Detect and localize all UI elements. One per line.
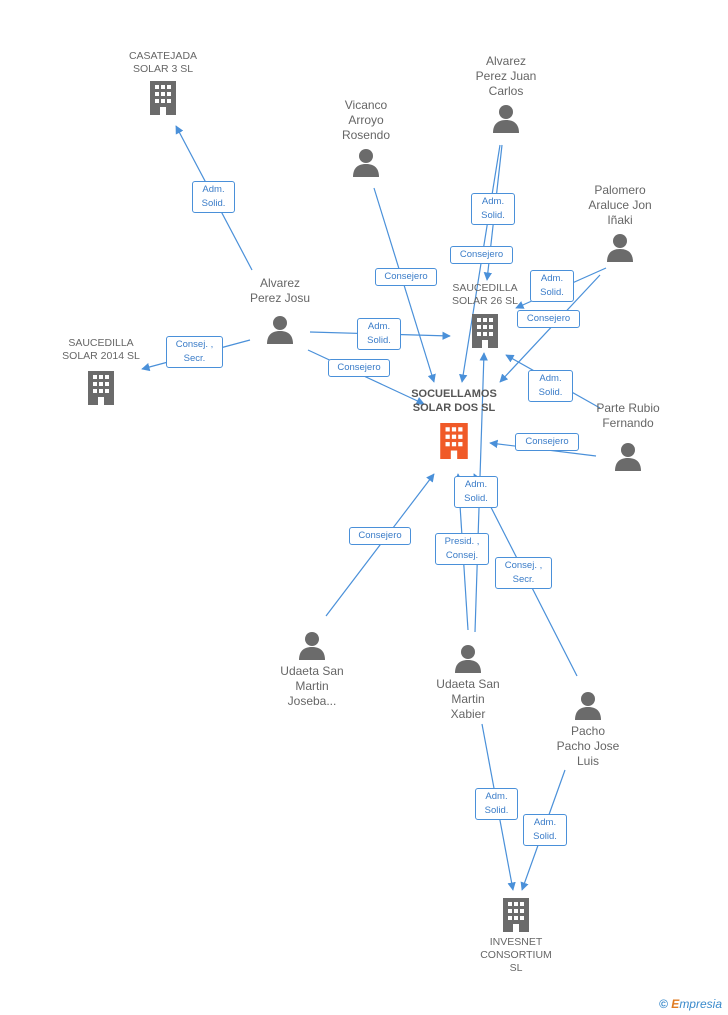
empresia-brand: © Empresia bbox=[659, 997, 722, 1011]
edge-palomero-socuellamos bbox=[499, 274, 601, 383]
building-icon bbox=[46, 371, 156, 405]
relation-label-parte-socuellamos[interactable]: Consejero bbox=[515, 433, 579, 451]
person-icon bbox=[316, 147, 416, 177]
person-label: Alvarez Perez Josu bbox=[249, 276, 311, 305]
company-saucedilla-2014[interactable]: SAUCEDILLA SOLAR 2014 SL bbox=[46, 337, 156, 405]
person-palomero-araluce[interactable]: Palomero Araluce Jon Iñaki bbox=[568, 183, 672, 262]
relation-label-josu-saucedilla2014[interactable]: Consej. , Secr. bbox=[166, 336, 223, 368]
person-label: Alvarez Perez Juan Carlos bbox=[475, 54, 537, 98]
person-icon bbox=[578, 441, 678, 471]
person-icon bbox=[418, 643, 518, 673]
company-label: CASATEJADA SOLAR 3 SL bbox=[128, 50, 198, 75]
company-invesnet[interactable]: INVESNET CONSORTIUM SL bbox=[466, 898, 566, 975]
person-label: Vicanco Arroyo Rosendo bbox=[341, 98, 391, 142]
person-udaeta-xabier[interactable]: Udaeta San Martin Xabier bbox=[418, 643, 518, 722]
person-icon bbox=[228, 314, 332, 344]
person-alvarez-perez-josu[interactable]: Alvarez Perez Josu bbox=[228, 276, 332, 344]
person-parte-rubio-fernando[interactable]: Parte Rubio Fernando bbox=[578, 401, 678, 471]
person-label: Palomero Araluce Jon Iñaki bbox=[588, 183, 652, 227]
person-icon bbox=[538, 690, 638, 720]
relation-label-pacho-socuellamos[interactable]: Consej. , Secr. bbox=[495, 557, 552, 589]
relation-label-juan-socuellamos[interactable]: Consejero bbox=[450, 246, 513, 264]
building-icon bbox=[398, 423, 510, 459]
relation-label-xabier-invesnet[interactable]: Adm. Solid. bbox=[475, 788, 518, 820]
person-label: Udaeta San Martin Xabier bbox=[436, 677, 500, 721]
relation-label-xabier-saucedilla26[interactable]: Adm. Solid. bbox=[454, 476, 498, 508]
company-label: SOCUELLAMOS SOLAR DOS SL bbox=[411, 388, 497, 414]
person-icon bbox=[456, 103, 556, 133]
relation-label-joseba-socuellamos[interactable]: Consejero bbox=[349, 527, 411, 545]
person-label: Pacho Pacho Jose Luis bbox=[556, 724, 620, 768]
relation-label-josu-casatejada[interactable]: Adm. Solid. bbox=[192, 181, 235, 213]
person-vicanco-arroyo-rosendo[interactable]: Vicanco Arroyo Rosendo bbox=[316, 98, 416, 177]
relation-label-xabier-socuellamos[interactable]: Presid. , Consej. bbox=[435, 533, 489, 565]
brand-name: mpresia bbox=[679, 997, 722, 1011]
copyright-icon: © bbox=[659, 997, 668, 1011]
person-label: Parte Rubio Fernando bbox=[596, 401, 660, 430]
brand-initial: E bbox=[671, 997, 680, 1011]
relation-label-juan-saucedilla26[interactable]: Adm. Solid. bbox=[471, 193, 515, 225]
building-icon bbox=[466, 898, 566, 932]
relation-label-vicanco-socuellamos[interactable]: Consejero bbox=[375, 268, 437, 286]
company-label: SAUCEDILLA SOLAR 26 SL bbox=[452, 282, 518, 307]
person-icon bbox=[568, 232, 672, 262]
company-saucedilla-26[interactable]: SAUCEDILLA SOLAR 26 SL bbox=[430, 282, 540, 348]
company-label: INVESNET CONSORTIUM SL bbox=[480, 936, 552, 974]
relation-label-palomero-socuellamos[interactable]: Consejero bbox=[517, 310, 580, 328]
person-alvarez-perez-juan-carlos[interactable]: Alvarez Perez Juan Carlos bbox=[456, 54, 556, 133]
company-casatejada[interactable]: CASATEJADA SOLAR 3 SL bbox=[108, 50, 218, 115]
edge-josu-socuellamos bbox=[307, 349, 425, 405]
building-icon bbox=[430, 314, 540, 348]
person-udaeta-joseba[interactable]: Udaeta San Martin Joseba... bbox=[262, 630, 362, 709]
edge-joseba-socuellamos bbox=[325, 473, 435, 617]
person-icon bbox=[262, 630, 362, 660]
relation-label-josu-saucedilla26[interactable]: Adm. Solid. bbox=[357, 318, 401, 350]
relation-label-josu-socuellamos[interactable]: Consejero bbox=[328, 359, 390, 377]
relation-label-pacho-invesnet[interactable]: Adm. Solid. bbox=[523, 814, 567, 846]
building-icon bbox=[108, 81, 218, 115]
relation-label-palomero-saucedilla26[interactable]: Adm. Solid. bbox=[530, 270, 574, 302]
relation-label-parte-saucedilla26[interactable]: Adm. Solid. bbox=[528, 370, 573, 402]
person-pacho-jose-luis[interactable]: Pacho Pacho Jose Luis bbox=[538, 690, 638, 769]
person-label: Udaeta San Martin Joseba... bbox=[280, 664, 344, 708]
company-socuellamos-center[interactable]: SOCUELLAMOS SOLAR DOS SL bbox=[398, 387, 510, 459]
company-label: SAUCEDILLA SOLAR 2014 SL bbox=[62, 337, 140, 362]
